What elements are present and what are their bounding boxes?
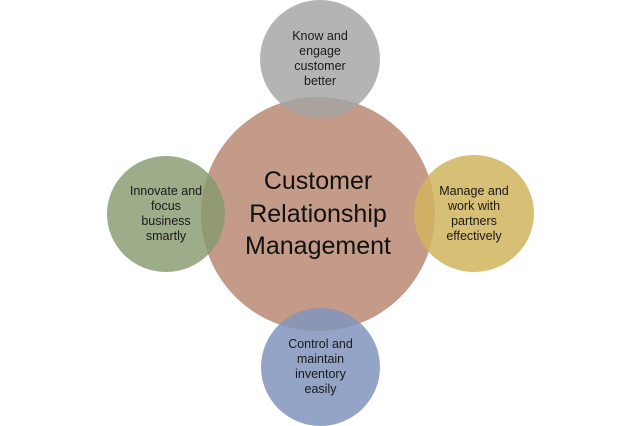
right-label-line-1: Manage and (439, 183, 509, 198)
left-circle-label: Innovate and focus business smartly (118, 184, 214, 244)
right-label-line-4: effectively (446, 228, 502, 243)
left-label-line-3: business (141, 214, 191, 228)
top-circle-label: Know and engage customer better (272, 29, 368, 89)
left-label-line-1: Innovate and (129, 184, 203, 198)
bottom-label-line-4: easily (304, 382, 337, 396)
bottom-label-line-2: maintain (296, 352, 345, 366)
right-label-line-3: partners (451, 213, 497, 228)
top-circle-know-customer: Know and engage customer better (260, 0, 380, 118)
top-label-line-2: engage (299, 44, 341, 58)
bottom-label-line-1: Control and (288, 337, 353, 351)
center-label-line-1: Customer (263, 167, 373, 196)
left-label-line-2: focus (151, 199, 181, 213)
top-label-line-3: customer (294, 59, 346, 73)
top-label-line-4: better (304, 74, 336, 88)
right-circle-label: Manage and work with partners effectivel… (426, 184, 522, 244)
bottom-label-line-3: inventory (295, 367, 346, 381)
left-label-line-4: smartly (145, 229, 187, 243)
left-circle-innovate: Innovate and focus business smartly (107, 156, 225, 272)
right-label-line-2: work with (447, 198, 501, 213)
center-circle-label: Customer Relationship Management (245, 165, 391, 263)
center-label-line-2: Relationship (249, 199, 387, 228)
right-circle-partners: Manage and work with partners effectivel… (414, 155, 534, 272)
bottom-circle-label: Control and maintain inventory easily (273, 337, 369, 397)
top-label-line-1: Know and (292, 29, 348, 43)
center-circle-crm: Customer Relationship Management (201, 97, 435, 331)
center-label-line-3: Management (245, 232, 391, 261)
bottom-circle-inventory: Control and maintain inventory easily (261, 308, 380, 426)
